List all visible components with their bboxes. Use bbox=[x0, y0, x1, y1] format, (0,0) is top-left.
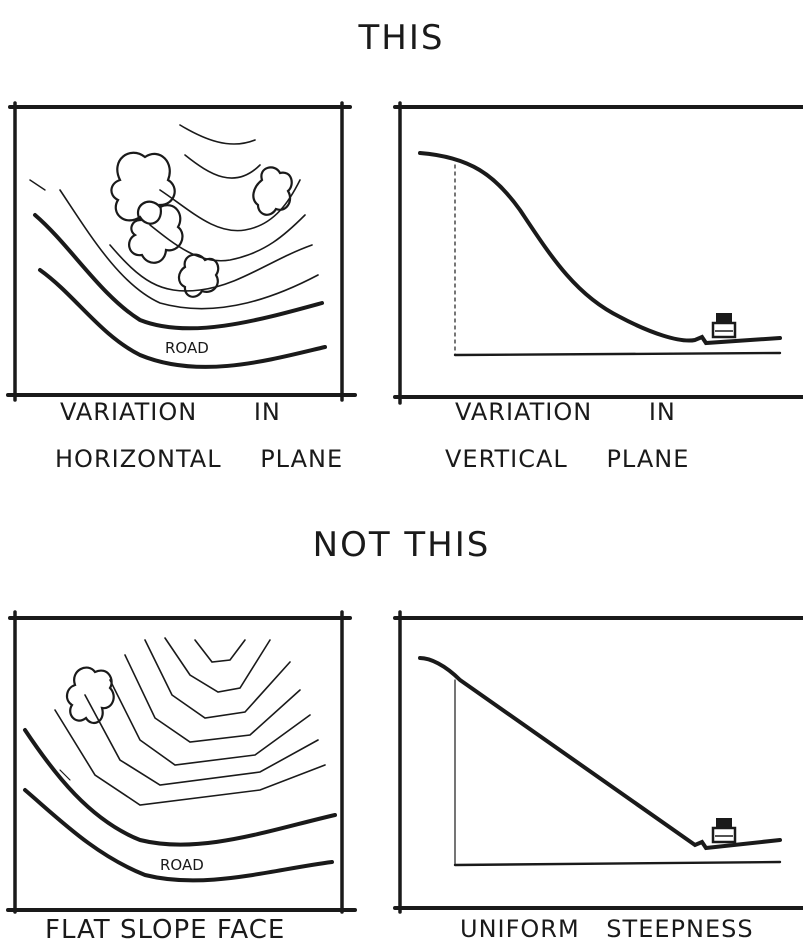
road-edge-lower bbox=[38, 268, 327, 369]
heading-not-this: NOT THIS bbox=[312, 525, 491, 565]
caption-word: IN bbox=[648, 398, 676, 426]
slope-profile-straight bbox=[418, 656, 782, 851]
road-label: ROAD bbox=[160, 856, 204, 874]
car-icon bbox=[711, 818, 737, 844]
caption-left-line1: VARIATION IN bbox=[60, 398, 281, 426]
contour-line bbox=[29, 179, 46, 191]
contour-line bbox=[124, 654, 301, 743]
caption-word: PLANE bbox=[606, 445, 690, 473]
road-edge-upper bbox=[33, 213, 324, 331]
contour-line bbox=[84, 694, 319, 786]
caption-word: VERTICAL bbox=[445, 445, 568, 473]
caption-right-line1: VARIATION IN bbox=[455, 398, 676, 426]
contour-line bbox=[149, 214, 306, 262]
tree-canopy bbox=[128, 200, 184, 264]
road-edge-lower bbox=[23, 788, 334, 883]
tree-canopy bbox=[252, 166, 293, 216]
caption-word: IN bbox=[253, 398, 281, 426]
contour-line bbox=[164, 637, 271, 693]
slope-profile-curve bbox=[418, 151, 782, 346]
tree-canopy bbox=[65, 666, 115, 725]
contour-line bbox=[59, 189, 319, 310]
heading-this: THIS bbox=[358, 18, 445, 58]
baseline bbox=[453, 351, 782, 357]
contour-line bbox=[144, 639, 291, 719]
contour-line bbox=[54, 709, 326, 806]
plan-sketch-uniform: ROAD bbox=[6, 610, 357, 914]
car-icon bbox=[711, 313, 737, 339]
caption-word: VARIATION bbox=[455, 398, 593, 426]
contour-line bbox=[109, 244, 313, 292]
section-sketch-uniform bbox=[393, 610, 803, 914]
contour-line bbox=[159, 179, 301, 232]
tree-canopy bbox=[110, 151, 176, 225]
caption-right-line2: VERTICAL PLANE bbox=[445, 445, 689, 473]
caption-flat-slope-face: FLAT SLOPE FACE bbox=[45, 915, 286, 945]
contour-line bbox=[184, 154, 261, 179]
caption-left-line2: HORIZONTAL PLANE bbox=[55, 445, 343, 473]
baseline bbox=[453, 860, 782, 867]
road-label: ROAD bbox=[165, 339, 209, 357]
contour-line bbox=[179, 124, 256, 145]
caption-word: PLANE bbox=[260, 445, 344, 473]
plan-sketch-varied: ROAD bbox=[6, 101, 357, 402]
contour-line bbox=[109, 679, 311, 766]
caption-uniform-steepness: UNIFORM STEEPNESS bbox=[460, 915, 754, 943]
caption-word: HORIZONTAL bbox=[55, 445, 222, 473]
contour-line bbox=[194, 639, 246, 663]
contour-line bbox=[59, 769, 71, 781]
caption-word: VARIATION bbox=[60, 398, 198, 426]
tree-canopy bbox=[177, 253, 220, 298]
section-sketch-varied bbox=[393, 101, 803, 405]
road-edge-upper bbox=[23, 728, 337, 847]
